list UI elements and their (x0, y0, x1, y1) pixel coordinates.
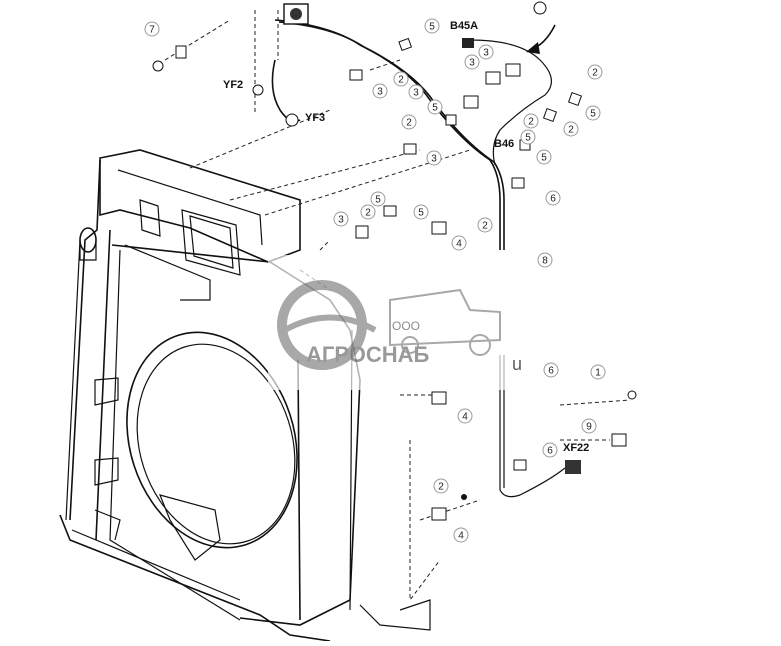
callout-circle (581, 418, 597, 434)
callout-circle (542, 442, 558, 458)
callout-circle (370, 191, 386, 207)
watermark-brand: АГРОСНАБ (306, 342, 430, 367)
callout-number: 5 (429, 22, 435, 33)
callout-circle (543, 362, 559, 378)
callout-number: 2 (568, 125, 574, 136)
callout-number: 3 (413, 88, 419, 99)
callout-circle (563, 121, 579, 137)
callout-number: 4 (462, 412, 468, 423)
callout-number: 8 (542, 256, 548, 267)
component-labels: B45A B46 YF2 YF3 XF22 (223, 20, 589, 454)
callout-circle (372, 83, 388, 99)
callout-number: 5 (432, 103, 438, 114)
callout-circle (144, 21, 160, 37)
callout-number: 5 (418, 208, 424, 219)
callout-number: 6 (547, 446, 553, 457)
callout-circle (590, 364, 606, 380)
callout-number: 2 (365, 208, 371, 219)
callout-circle (477, 217, 493, 233)
label-xf22: XF22 (563, 442, 589, 454)
callout-number: 2 (592, 68, 598, 79)
callout-number: 3 (377, 87, 383, 98)
callout-circle (587, 64, 603, 80)
watermark-ooo: ООО (392, 319, 420, 333)
callout-number: 2 (528, 117, 534, 128)
callout-number: 6 (550, 194, 556, 205)
label-yf2: YF2 (223, 79, 243, 91)
callout-circle (536, 149, 552, 165)
callout-circle (457, 408, 473, 424)
callout-number: 5 (375, 195, 381, 206)
label-b46: B46 (494, 138, 514, 150)
callout-circle (520, 129, 536, 145)
callout-circle (451, 235, 467, 251)
watermark: ООО АГРОСНАБ u (268, 255, 522, 390)
components (152, 1, 637, 521)
callout-circle (478, 44, 494, 60)
callout-circle (393, 71, 409, 87)
callout-number: 5 (590, 109, 596, 120)
callout-number: 2 (438, 482, 444, 493)
watermark-suffix: u (512, 354, 522, 374)
callout-circle (333, 211, 349, 227)
callout-number: 4 (458, 531, 464, 542)
label-yf3: YF3 (305, 112, 325, 124)
callout-circle (433, 478, 449, 494)
callout-circle (424, 18, 440, 34)
callout-number: 2 (482, 221, 488, 232)
callout-circle (408, 84, 424, 100)
callout-circle (523, 113, 539, 129)
callout-number: 2 (398, 75, 404, 86)
callout-number: 5 (541, 153, 547, 164)
callout-number: 2 (406, 118, 412, 129)
callout-circle (464, 54, 480, 70)
callout-circle (453, 527, 469, 543)
callout-circle (401, 114, 417, 130)
callout-number: 3 (431, 154, 437, 165)
callout-circle (360, 204, 376, 220)
callout-number: 9 (586, 422, 592, 433)
callout-number: 3 (469, 58, 475, 69)
callout-circle (426, 150, 442, 166)
callout-number: 4 (456, 239, 462, 250)
callout-number: 1 (595, 368, 601, 379)
callout-number: 5 (525, 133, 531, 144)
callout-circle (427, 99, 443, 115)
callout-number: 7 (149, 25, 155, 36)
label-b45a: B45A (450, 20, 478, 32)
radiator-shroud (59, 149, 431, 642)
callout-circle (585, 105, 601, 121)
callout-circle (537, 252, 553, 268)
callout-number: 6 (548, 366, 554, 377)
callout-circle (413, 204, 429, 220)
callout-number: 3 (338, 215, 344, 226)
callout-circle (545, 190, 561, 206)
callout-number: 3 (483, 48, 489, 59)
